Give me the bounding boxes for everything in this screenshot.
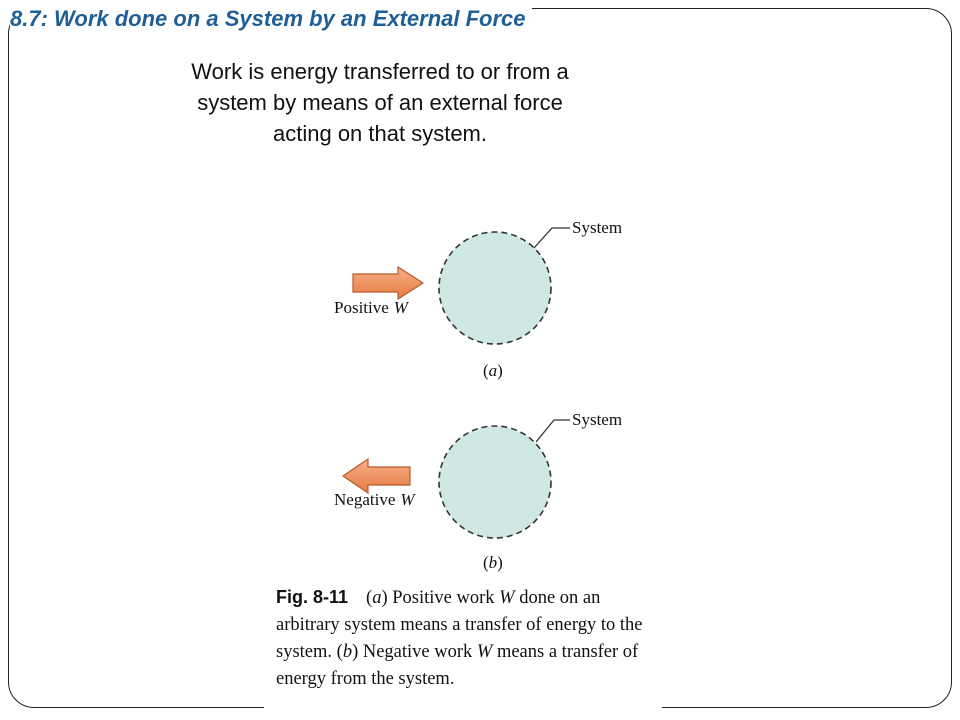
system-label-a: System: [572, 218, 622, 237]
system-circle-a: [438, 231, 552, 345]
negative-work-arrow-icon: [341, 457, 411, 495]
intro-text: Work is energy transferred to or from a …: [191, 59, 569, 146]
system-leader-line-b: [535, 419, 570, 443]
figure-number: Fig. 8-11: [276, 587, 349, 607]
system-label-b: System: [572, 410, 622, 429]
slide-title: 8.7: Work done on a System by an Externa…: [10, 6, 532, 32]
frame-gap: [264, 700, 662, 714]
system-leader-line-a: [533, 227, 570, 249]
system-circle-b: [438, 425, 552, 539]
positive-work-arrow-icon: [352, 265, 425, 301]
figure-caption: Fig. 8-11(a) Positive work W done on an …: [276, 587, 643, 689]
panel-a-letter: (a): [483, 361, 503, 380]
panel-b-letter: (b): [483, 553, 503, 572]
